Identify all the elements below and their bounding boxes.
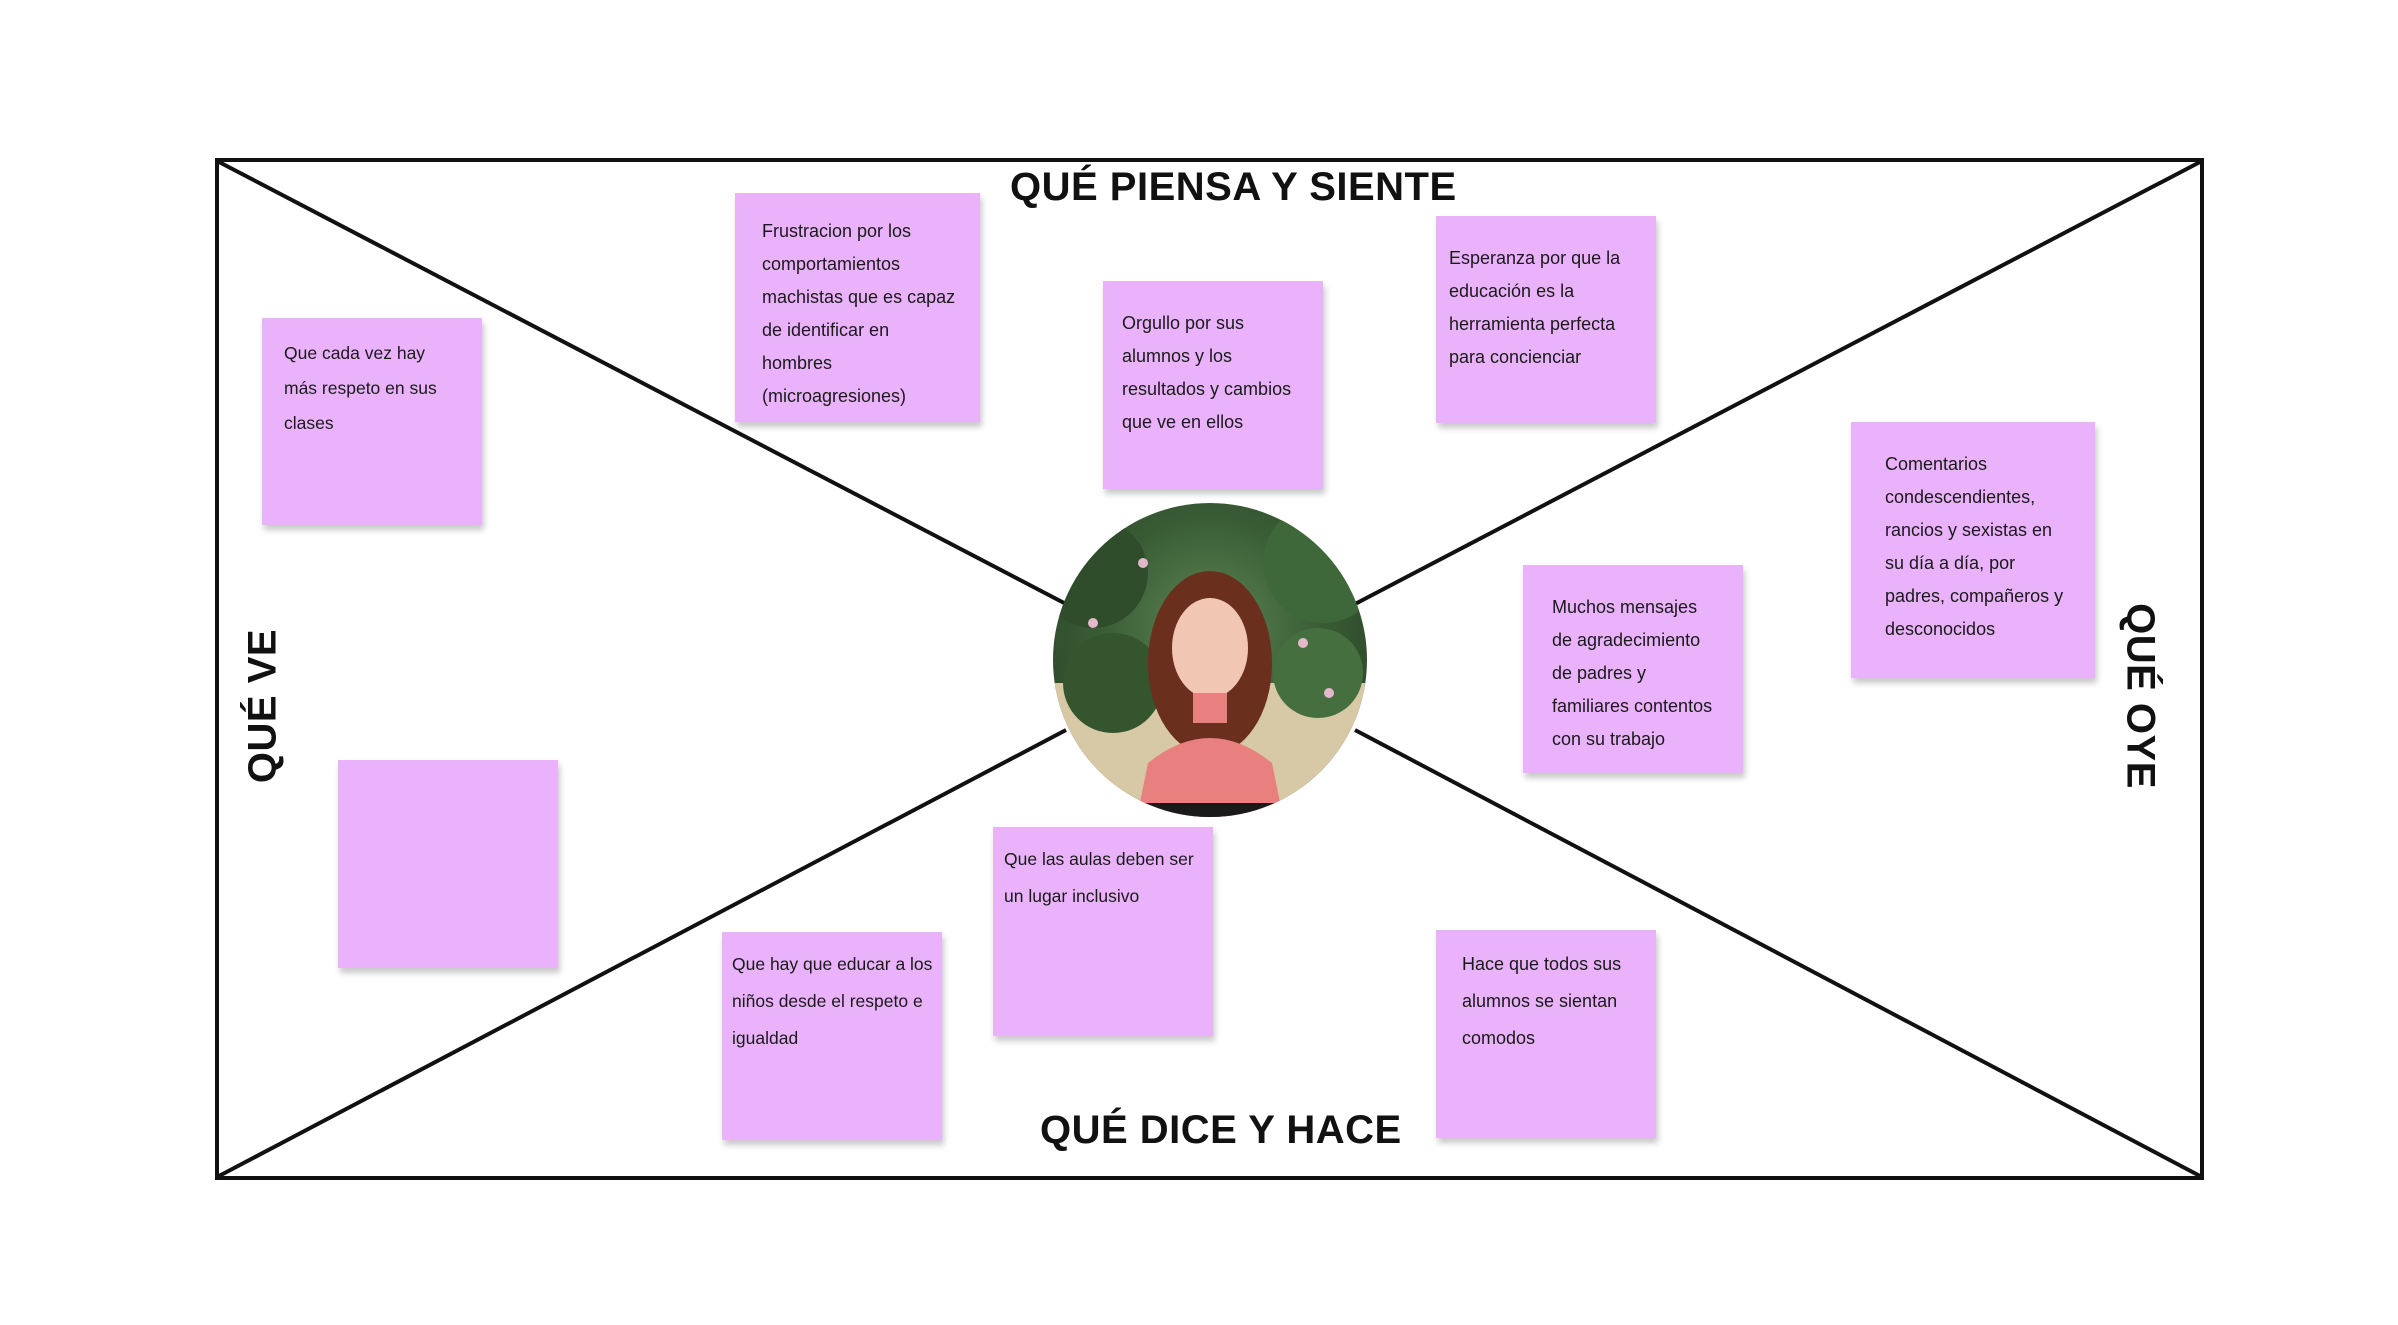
sticky-note-hears-1[interactable]: Comentarios condescendientes, rancios y … <box>1851 422 2095 678</box>
sticky-note-says-3[interactable]: Hace que todos sus alumnos se sientan co… <box>1436 930 1656 1138</box>
persona-photo-icon <box>1053 503 1367 817</box>
sticky-note-sees-1[interactable]: Que cada vez hay más respeto en sus clas… <box>262 318 482 525</box>
diagonal-bottom-right <box>1354 728 2201 1178</box>
section-title-hears: QUÉ OYE <box>2118 603 2163 789</box>
persona-avatar <box>1053 503 1367 817</box>
section-title-thinks-feels: QUÉ PIENSA Y SIENTE <box>1010 165 1457 209</box>
diagonal-top-right <box>1354 160 2201 606</box>
sticky-note-hears-2[interactable]: Muchos mensajes de agradecimiento de pad… <box>1523 565 1743 773</box>
sticky-note-says-1[interactable]: Que las aulas deben ser un lugar inclusi… <box>993 827 1213 1036</box>
sticky-note-thinks-2[interactable]: Orgullo por sus alumnos y los resultados… <box>1103 281 1323 489</box>
sticky-note-thinks-1[interactable]: Frustracion por los comportamientos mach… <box>735 193 980 422</box>
diagonal-bottom-left <box>218 728 1067 1178</box>
map-border <box>215 158 2204 1180</box>
sticky-note-says-2[interactable]: Que hay que educar a los niños desde el … <box>722 932 942 1140</box>
sticky-note-sees-2[interactable] <box>338 760 558 968</box>
diagonal-top-left <box>218 160 1067 606</box>
section-title-sees: QUÉ VE <box>240 628 285 784</box>
sticky-note-thinks-3[interactable]: Esperanza por que la educación es la her… <box>1436 216 1656 423</box>
section-title-says-does: QUÉ DICE Y HACE <box>1040 1108 1402 1152</box>
